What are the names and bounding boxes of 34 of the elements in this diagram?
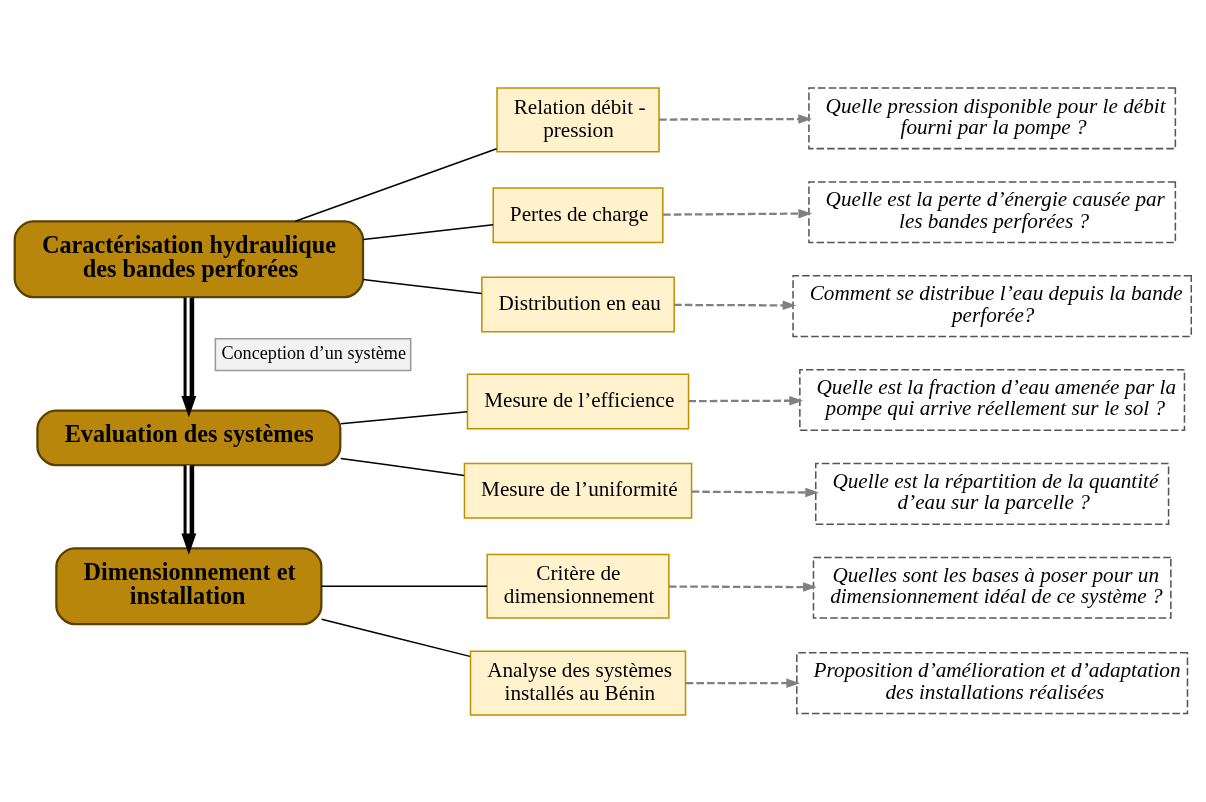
connector [320,584,488,587]
node-box: Caractérisation hydraulique des bandes perforées [13,219,365,298]
edge-label: Conception d’un système [221,342,406,363]
connector [362,223,494,240]
arrow [685,677,800,688]
connector [340,410,468,424]
arrow [674,300,797,310]
node-box: Quelle pression disponible pour le débit fourni par la pompe ? [808,86,1177,149]
node-box: Relation débit - pression [496,86,660,152]
arrow [663,208,813,218]
node-box: Comment se distribue l’eau depuis la bande perforée? [792,274,1193,337]
arrow [691,487,819,497]
arrow [181,297,197,417]
node-box: Dimensionnement et installation [55,546,323,625]
node-box: Pertes de charge [492,186,664,243]
arrow [181,464,197,555]
connector [294,147,498,222]
node-box: Distribution en eau [481,276,675,333]
node-box: Quelle est la fraction d’eau amenée par la pompe qui arrive réellement sur le sol ? [799,368,1186,431]
node-box: Evaluation des systèmes [36,408,342,466]
node-box: Proposition d’amélioration et d’adaptation des installations réalisées [796,651,1189,714]
node-box: Mesure de l’uniformité [463,462,693,519]
connector [362,278,483,294]
node-box: Quelle est la perte d’énergie causée par les bandes perforées ? [808,180,1177,243]
node-box: Analyse des systèmes installés au Bénin [469,650,687,716]
arrow [669,581,817,592]
node-box: Critère de dimensionnement [486,553,670,619]
connector [320,617,471,657]
node-box: Mesure de l’efficience [466,373,690,429]
node-box: Quelle est la répartition de la quantité d’eau sur la parcelle ? [815,462,1170,525]
node-box: Quelles sont les bases à poser pour un dimensionnement idéal de ce système ? [812,556,1172,619]
arrow [688,395,803,405]
arrow [659,113,812,124]
connector [340,457,465,476]
